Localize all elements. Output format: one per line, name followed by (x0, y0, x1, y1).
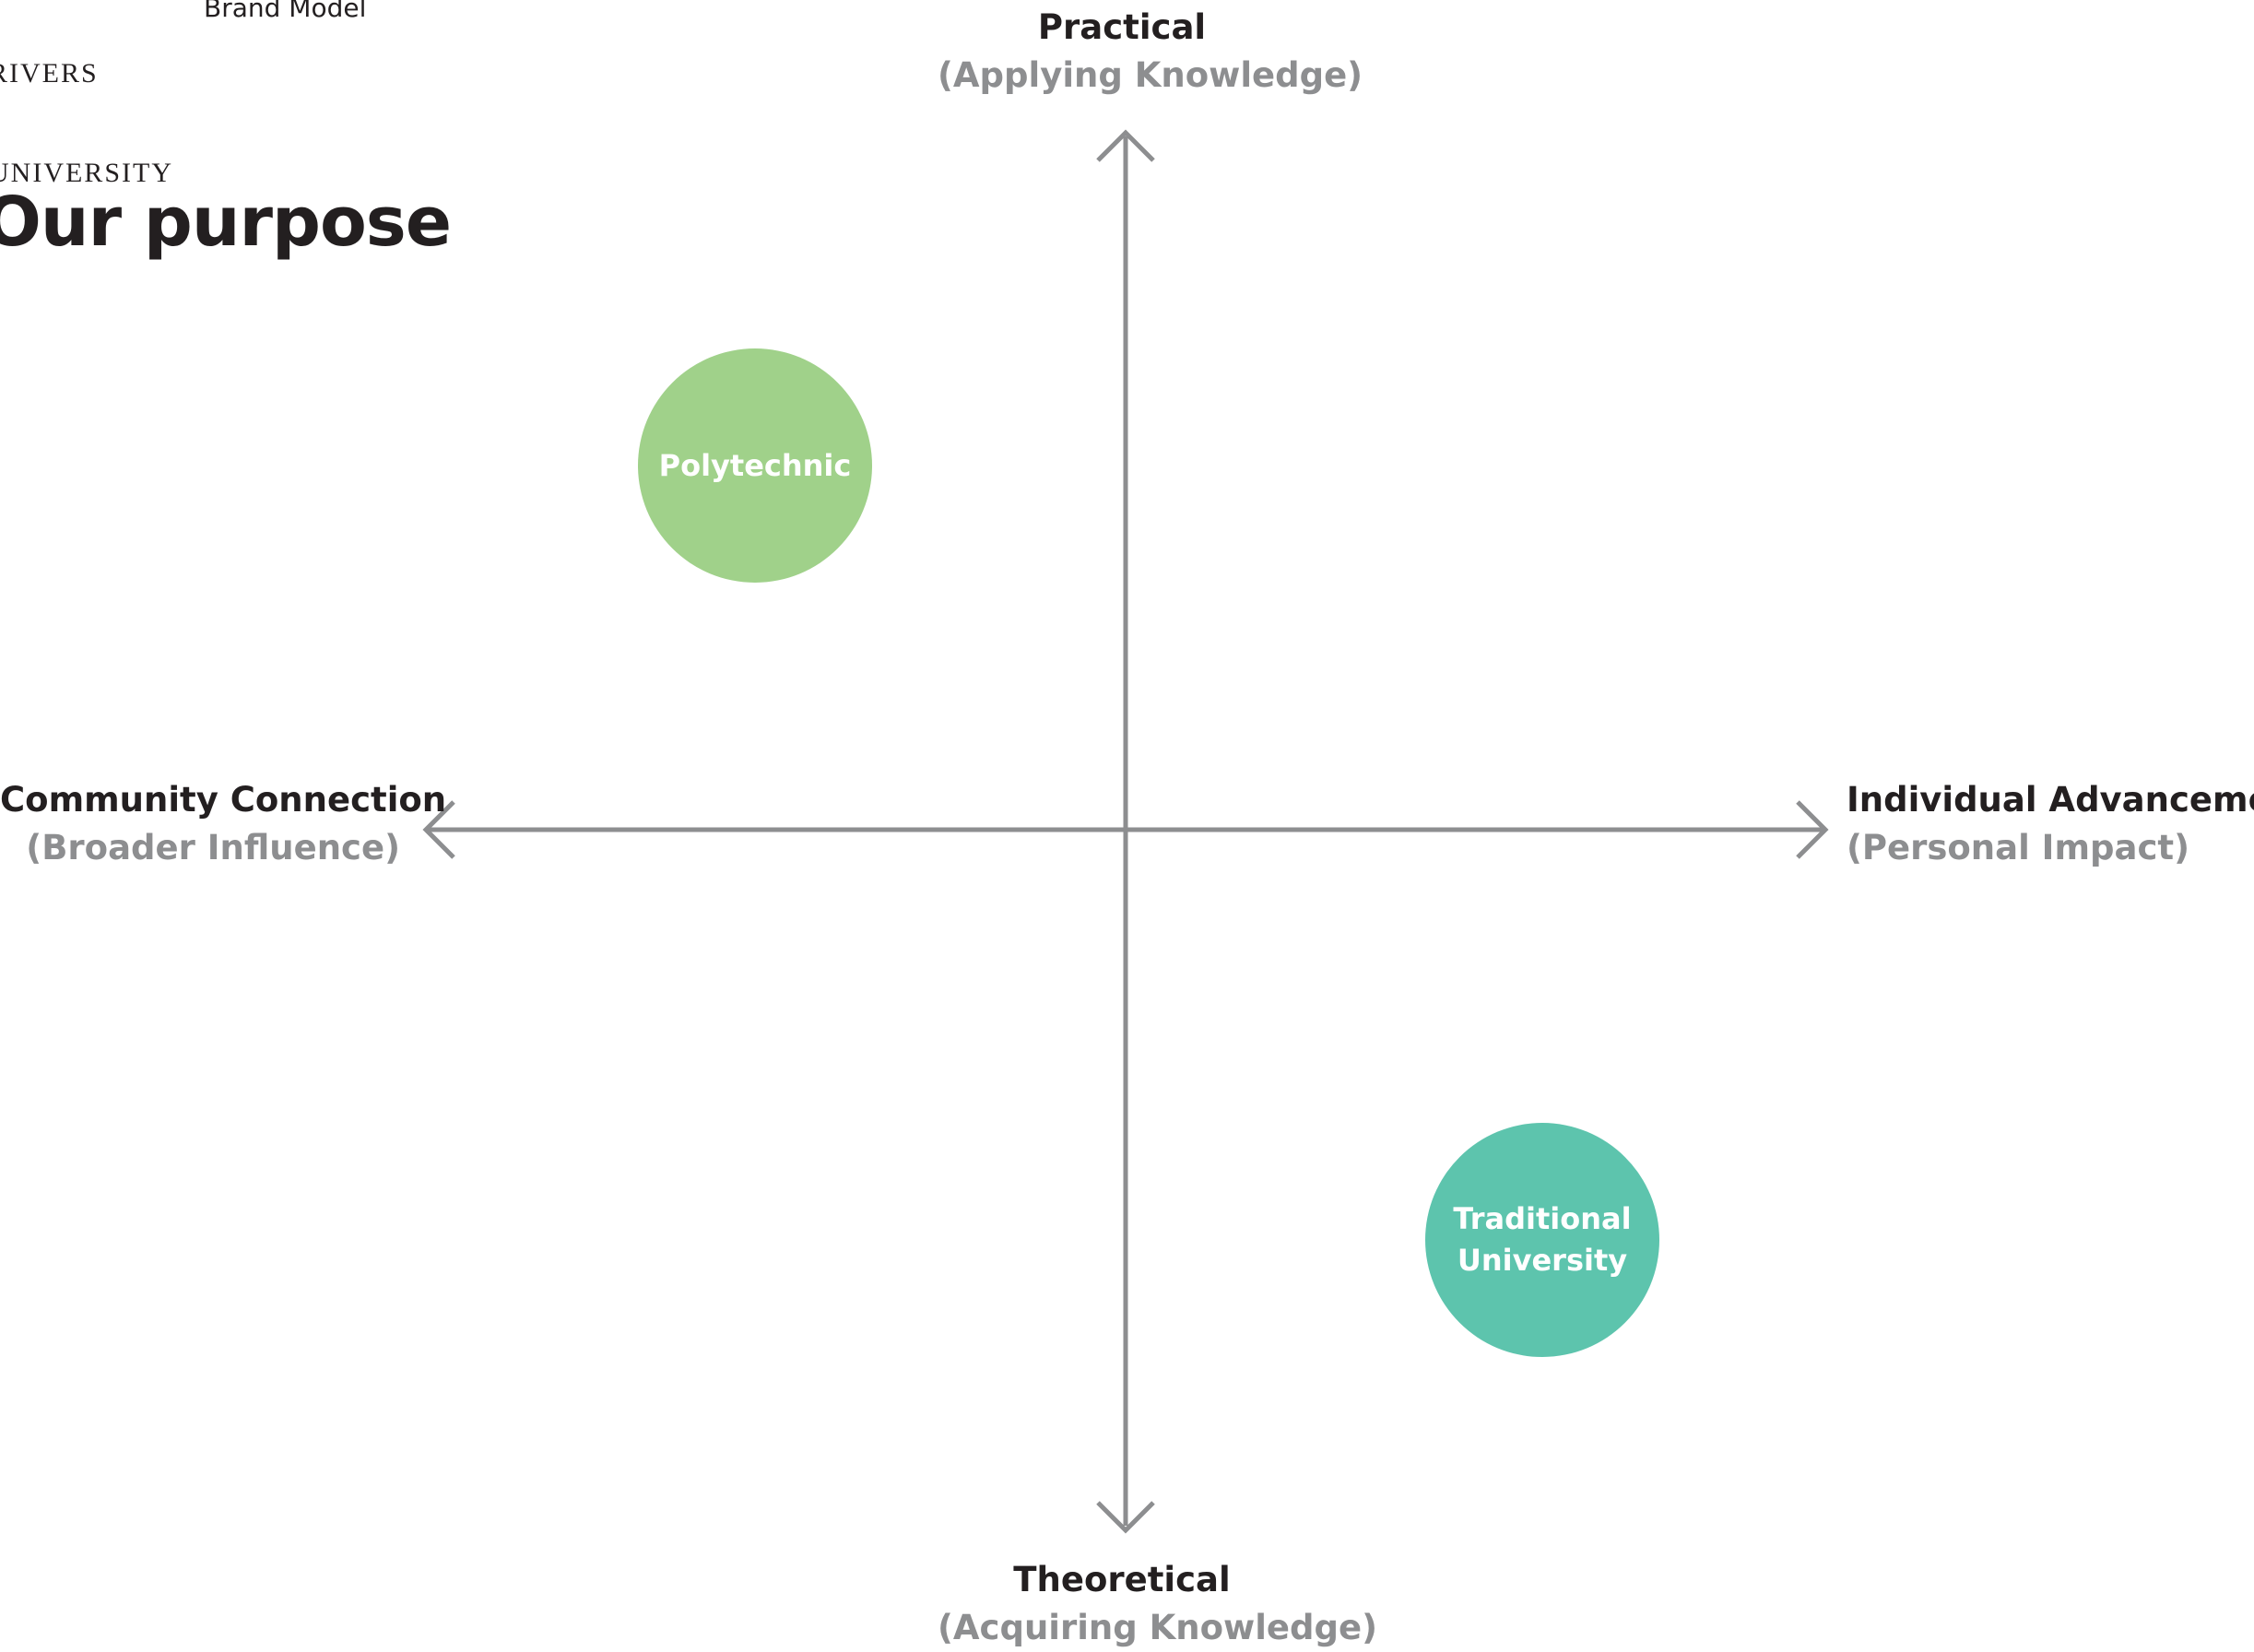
page-title: Our purpose (0, 183, 452, 262)
axis-top-subtitle: (Applying Knowledge) (938, 55, 1363, 95)
axis-label-bottom: Theoretical (Acquiring Knowledge) (938, 1556, 1377, 1652)
axis-label-top: Practical (Applying Knowledge) (938, 4, 1363, 100)
traditional-university-label-line-1: Traditional (1453, 1201, 1632, 1236)
arrow-right-icon (1796, 800, 1829, 859)
axis-bottom-title: Theoretical (1013, 1560, 1231, 1599)
axis-top-title: Practical (1037, 7, 1207, 47)
polytechnic-label: Polytechnic (658, 447, 852, 483)
axis-right-title: Individual Advancement (1847, 780, 2254, 820)
polytechnic-bubble: Polytechnic (638, 348, 872, 583)
traditional-university-label-line-2: University (1457, 1243, 1628, 1278)
section-label: Brand Model (204, 0, 367, 23)
axis-label-right: Individual Advancement (Personal Impact) (1847, 776, 2254, 872)
axis-left-title: Community Connection (0, 780, 447, 820)
university-logo: RIVERS UNIVERSITY (0, 0, 173, 223)
axis-bottom-subtitle: (Acquiring Knowledge) (938, 1608, 1377, 1647)
arrow-up-icon (1096, 129, 1155, 162)
arrow-down-icon (1096, 1501, 1155, 1534)
logo-line-1: RIVERS (0, 58, 99, 88)
axis-left-subtitle: (Broader Influence) (26, 828, 400, 867)
logo-line-2: UNIVERSITY (0, 158, 173, 188)
traditional-university-bubble: Traditional University (1425, 1123, 1659, 1357)
axis-label-left: Community Connection (Broader Influence) (0, 776, 447, 872)
arrow-left-icon (422, 800, 455, 859)
axis-right-subtitle: (Personal Impact) (1847, 828, 2189, 867)
